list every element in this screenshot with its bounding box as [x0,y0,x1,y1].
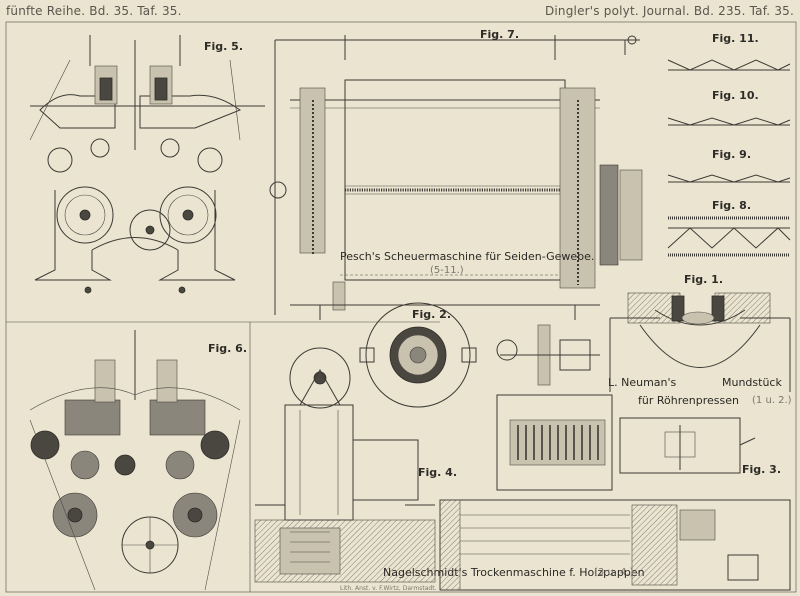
fig7-drawing [269,35,643,320]
fig2-drawing [359,302,477,408]
neuman-caption-line1b: Mundstück [722,376,782,389]
fig6-label: Fig. 6. [208,342,247,355]
fig1-label: Fig. 1. [684,273,723,286]
fig3-drawing [439,324,791,591]
fig11-10-9-8-drawings [667,59,791,257]
fig5-label: Fig. 5. [204,40,243,53]
fig4-label: Fig. 4. [418,466,457,479]
plate-header-left: fünfte Reihe. Bd. 35. Taf. 35. [6,4,182,18]
fig4-drawing [254,347,436,583]
fig5-drawing [29,35,265,294]
fig6-drawing [29,330,241,591]
neuman-caption-line2: für Röhrenpressen [638,394,739,407]
plate-header-right: Dingler's polyt. Journal. Bd. 235. Taf. … [544,4,794,18]
nagelschmidt-figs: (3 u. 4.) [594,567,634,578]
fig10-label: Fig. 10. [712,89,759,102]
fig3-label: Fig. 3. [742,463,781,476]
fig7-label: Fig. 7. [480,28,519,41]
pesch-caption: Pesch's Scheuermaschine für Seiden-Geweb… [340,250,595,263]
fig9-label: Fig. 9. [712,148,751,161]
fig11-label: Fig. 11. [712,32,759,45]
lithographer-imprint: Lith. Anst. v. F.Wirtz, Darmstadt. [340,585,437,592]
nagelschmidt-caption: Nagelschmidt's Trockenmaschine f. Holzpa… [383,566,645,579]
pesch-figs: (5-11.) [430,265,464,276]
fig8-label: Fig. 8. [712,199,751,212]
fig2-label: Fig. 2. [412,308,451,321]
neuman-figs: (1 u. 2.) [752,395,792,406]
fig1-drawing [609,292,791,392]
neuman-caption-line1: L. Neuman's [608,376,677,389]
